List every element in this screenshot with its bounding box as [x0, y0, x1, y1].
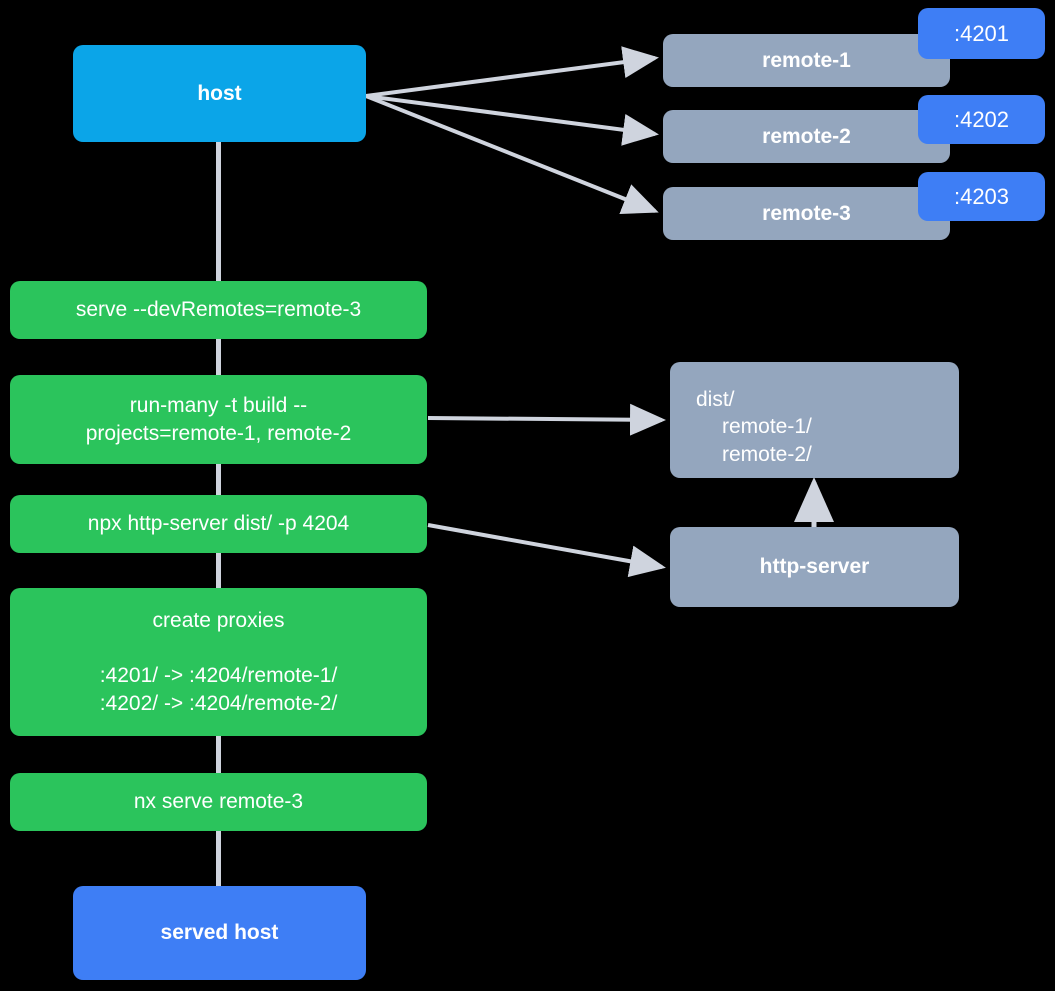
badge-remote-2-port-label: :4202 — [953, 106, 1010, 132]
edge-host-to-remote-3 — [365, 94, 659, 215]
spine-nxserve-to-servedhost — [216, 830, 221, 888]
spine-proxies-to-nxserve — [216, 733, 221, 775]
spine-npx-to-proxies — [216, 550, 221, 592]
command-npx-http-server[interactable]: npx http-server dist/ -p 4204 — [10, 495, 427, 553]
node-dist-folder[interactable]: dist/ remote-1/ remote-2/ — [670, 362, 959, 478]
badge-remote-3-port[interactable]: :4203 — [918, 172, 1045, 221]
command-serve-devremotes-line-1: serve --devRemotes=remote-3 — [75, 298, 362, 322]
node-http-server-label: http-server — [759, 555, 870, 579]
node-remote-1[interactable]: remote-1 — [663, 34, 950, 87]
node-remote-3-label: remote-3 — [762, 201, 851, 225]
command-create-proxies-line-3: :4202/ -> :4204/remote-2/ — [99, 691, 338, 715]
command-nx-serve-remote-3[interactable]: nx serve remote-3 — [10, 773, 427, 831]
node-host[interactable]: host — [73, 45, 366, 142]
command-run-many-line-1: run-many -t build -- — [129, 394, 308, 418]
command-serve-devremotes[interactable]: serve --devRemotes=remote-3 — [10, 281, 427, 339]
badge-remote-1-port-label: :4201 — [953, 20, 1010, 46]
edge-runmany-to-dist — [427, 403, 666, 436]
command-create-proxies-line-2: :4201/ -> :4204/remote-1/ — [99, 664, 338, 688]
node-host-label: host — [197, 81, 242, 105]
command-create-proxies-line-1: create proxies — [152, 609, 285, 633]
node-dist-line-2: remote-1/ — [722, 415, 812, 439]
node-remote-1-label: remote-1 — [762, 48, 851, 72]
command-run-many[interactable]: run-many -t build -- projects=remote-1, … — [10, 375, 427, 464]
spine-runmany-to-npx — [216, 460, 221, 500]
command-create-proxies-spacer — [216, 634, 222, 662]
node-remote-3[interactable]: remote-3 — [663, 187, 950, 240]
command-create-proxies[interactable]: create proxies :4201/ -> :4204/remote-1/… — [10, 588, 427, 736]
badge-remote-3-port-label: :4203 — [953, 183, 1010, 209]
node-served-host[interactable]: served host — [73, 886, 366, 980]
edge-host-to-remote-2 — [365, 94, 659, 146]
node-remote-2-label: remote-2 — [762, 124, 851, 148]
badge-remote-2-port[interactable]: :4202 — [918, 95, 1045, 144]
command-npx-http-server-line-1: npx http-server dist/ -p 4204 — [87, 512, 350, 536]
node-http-server[interactable]: http-server — [670, 527, 959, 607]
node-remote-2[interactable]: remote-2 — [663, 110, 950, 163]
spine-host-to-serve — [216, 140, 221, 285]
node-dist-line-1: dist/ — [696, 388, 735, 412]
node-served-host-label: served host — [160, 921, 279, 945]
node-dist-line-3: remote-2/ — [722, 442, 812, 466]
edge-host-to-remote-1 — [365, 46, 659, 98]
spine-serve-to-runmany — [216, 335, 221, 380]
command-nx-serve-remote-3-line-1: nx serve remote-3 — [133, 790, 304, 814]
badge-remote-1-port[interactable]: :4201 — [918, 8, 1045, 59]
edge-npx-to-httpserver — [427, 523, 666, 578]
command-run-many-line-2: projects=remote-1, remote-2 — [85, 421, 352, 445]
